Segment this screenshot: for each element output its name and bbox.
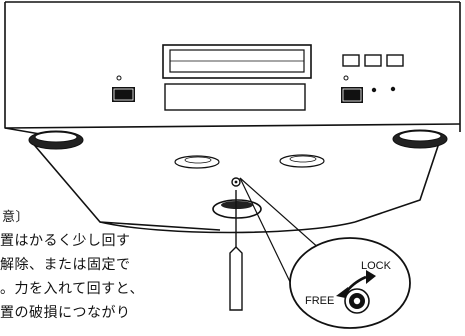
indicator-dot [371, 87, 377, 93]
device-left-side [4, 2, 41, 135]
bottom-plate-front-edge [99, 221, 356, 234]
right-foot [392, 129, 448, 149]
control-buttons [342, 54, 404, 67]
indicator-dot [390, 86, 396, 92]
bottom-plate-right-edge [354, 139, 441, 223]
heading-fragment: 意〕 [2, 210, 30, 225]
transport-lock-screw [231, 177, 241, 187]
manual-text-line: 置の破損につながり [0, 305, 131, 321]
power-button [112, 75, 135, 102]
free-label: FREE [305, 295, 334, 307]
callout-line [239, 177, 293, 287]
screwdriver-tool [229, 190, 243, 311]
device-front-bottom-edge [4, 123, 461, 129]
lock-callout: LOCK FREE [289, 237, 411, 329]
manual-text-line: 。力を入れて回すと、 [0, 281, 145, 297]
callout-line [239, 177, 331, 259]
bottom-plate-oval [174, 155, 220, 169]
manual-text-line: 置はかるく少し回す [0, 233, 131, 249]
left-foot [28, 130, 84, 150]
display-window [164, 83, 306, 111]
center-foot [212, 199, 262, 219]
lock-knob-icon [344, 288, 370, 314]
bottom-plate-oval [279, 154, 325, 168]
bottom-plate-left-edge [29, 139, 221, 231]
lock-label: LOCK [361, 260, 392, 272]
transport-button [341, 75, 363, 103]
manual-text-line: 解除、または固定で [0, 257, 131, 273]
disc-tray [162, 44, 312, 79]
